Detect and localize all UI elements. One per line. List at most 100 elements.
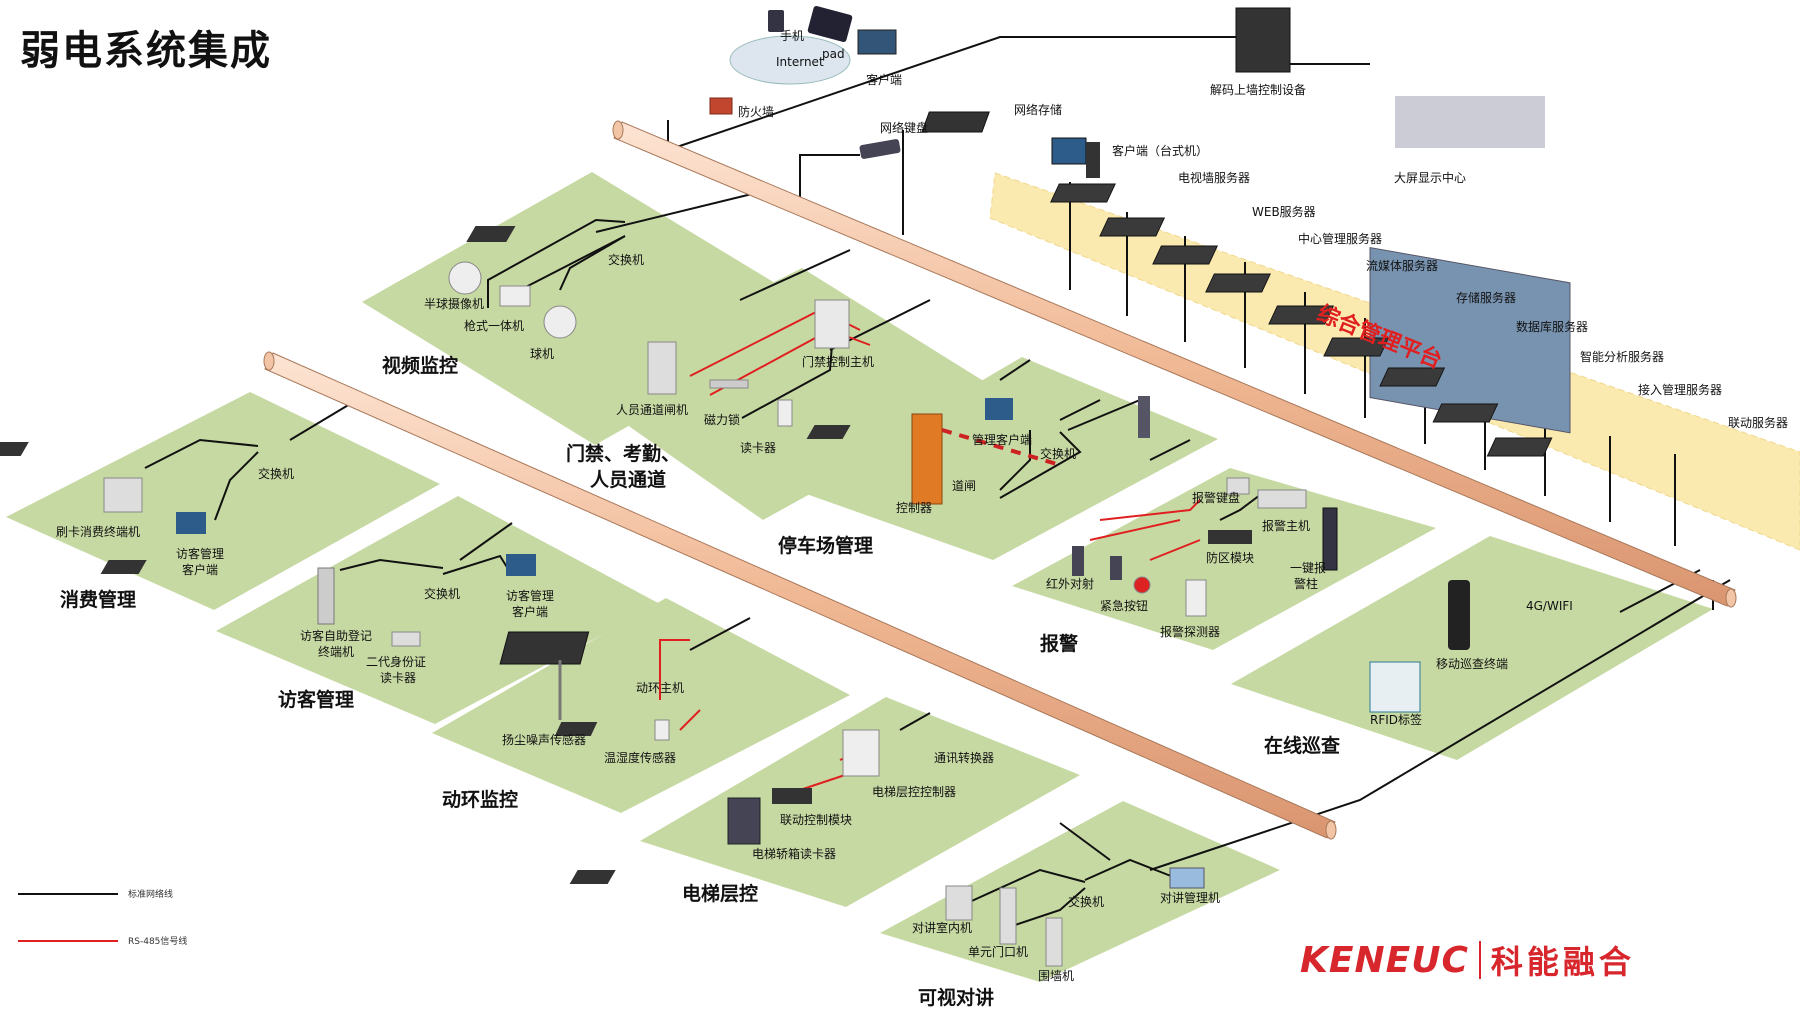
elevator-reader-icon [727,797,761,845]
reader-icon [777,399,793,427]
ptz-camera-icon [543,305,577,339]
brand-en: KENEUC [1300,939,1469,981]
firewall-label: 防火墙 [738,104,774,119]
gate-label: 人员通道闸机 [616,403,688,417]
parking-controller-icon [911,413,943,505]
linkage-module-icon [772,788,812,804]
legend-standard-label: 标准网络线 [128,888,173,900]
alarm-host-icon [1257,489,1307,509]
cloud-icon [729,35,851,85]
laptop-icon [857,29,897,55]
elevator-controller-icon [842,729,880,777]
alarm-keypad-icon [1226,477,1250,495]
intercom-switch-label: 交换机 [1068,894,1104,909]
linkage-module-label: 联动控制模块 [780,813,852,827]
consume-client-label-2: 客户端 [182,562,218,577]
id-reader-icon [391,631,421,647]
pillar-label-2: 警柱 [1294,576,1318,591]
server-label-8: 联动服务器 [1728,415,1788,430]
converter-icon [554,722,598,736]
brand-logo: KENEUC 科能融合 [1300,938,1635,982]
consume-pc-icon [176,512,206,534]
detector-icon [1185,579,1207,617]
network-storage-label: 网络存储 [1014,102,1062,117]
zone-label-elevator: 电梯层控 [682,882,758,905]
maglock-icon [709,379,749,389]
parking-monitor-icon [985,398,1013,420]
access-controller-label: 门禁控制主机 [802,354,874,369]
phone-label: 手机 [780,29,804,43]
zone-label-parking: 停车场管理 [778,534,873,557]
decoder-icon [1235,7,1291,73]
firewall-icon [709,97,733,115]
parking-switch-icon [806,425,851,439]
consume-switch-label: 交换机 [258,466,294,481]
infrared-icon-2 [1110,556,1122,580]
client-label: 客户端 [866,72,902,87]
tablet-icon [807,5,853,43]
door-unit-label: 单元门口机 [968,944,1028,959]
server-label-7: 接入管理服务器 [1638,382,1722,397]
keyboard-icon [859,139,901,159]
alarm-keypad-label: 报警键盘 [1192,490,1240,505]
ptz-camera-label: 球机 [530,347,554,361]
visitor-pc-icon [506,554,536,576]
zone-label-env: 动环监控 [442,788,518,811]
server-label-0: 电视墙服务器 [1178,170,1250,185]
infrared-icon [1072,546,1084,576]
rfid-tag-icon [1369,661,1421,713]
server-label-3: 流媒体服务器 [1366,258,1438,273]
internet-label: Internet [776,55,824,69]
pad-label: pad [822,47,845,61]
phone-icon [768,10,784,32]
brand-cn: 科能融合 [1490,943,1635,981]
visitor-kiosk-label-2: 终端机 [318,644,354,659]
panic-button-label: 紧急按钮 [1100,598,1148,613]
rfid-label: RFID标签 [1370,712,1422,727]
gun-camera-icon [499,285,531,307]
env-host-label: 动环主机 [636,681,684,695]
wall-unit-icon [1045,917,1063,967]
intercom-manager-icon [1169,867,1205,889]
desktop-tower-icon [1086,142,1100,178]
zone-label-intercom: 可视对讲 [918,986,994,1009]
zone-panels [6,172,1713,982]
reader-label: 读卡器 [740,441,776,455]
consume-client-label-1: 访客管理 [176,546,224,561]
parking-controller-label: 控制器 [896,501,932,515]
gun-camera-label: 枪式一体机 [464,318,524,333]
legend: 标准网络线 RS-485信号线 [18,888,187,947]
pillar-icon [1322,507,1338,571]
monitor-icon [1051,137,1087,165]
pos-terminal-icon [103,477,143,513]
indoor-unit-icon [945,885,973,921]
server-label-1: WEB服务器 [1252,204,1316,219]
visitor-switch-icon [100,560,147,574]
zone-panel-env [432,598,850,813]
access-controller-icon [814,299,850,349]
temp-sensor-label: 温湿度传感器 [604,750,676,765]
server-icons [1050,183,1553,457]
brand-separator [1478,941,1481,979]
zone-label-video: 视频监控 [382,354,458,377]
server-label-5: 数据库服务器 [1516,319,1588,334]
zone-label-visitor: 访客管理 [278,688,354,711]
zone-module-icon [1208,530,1252,544]
kiosk-icon [1138,396,1150,438]
pillar-label-1: 一键报 [1290,560,1326,575]
door-unit-icon [999,887,1017,945]
patrol-terminal-icon [1448,580,1470,650]
pos-terminal-label: 刷卡消费终端机 [56,524,140,539]
visitor-kiosk-icon [317,567,335,625]
switch-icon [466,226,516,242]
dome-camera-icon [448,261,482,295]
id-reader-label-2: 读卡器 [380,671,416,685]
wifi-label: 4G/WIFI [1526,599,1573,613]
decoder-label: 解码上墙控制设备 [1210,83,1306,97]
panic-button-icon [1133,576,1151,594]
server-label-2: 中心管理服务器 [1298,231,1382,246]
zone-module-label: 防区模块 [1206,550,1254,565]
intercom-manager-label: 对讲管理机 [1160,890,1220,905]
patrol-terminal-label: 移动巡查终端 [1436,656,1508,671]
